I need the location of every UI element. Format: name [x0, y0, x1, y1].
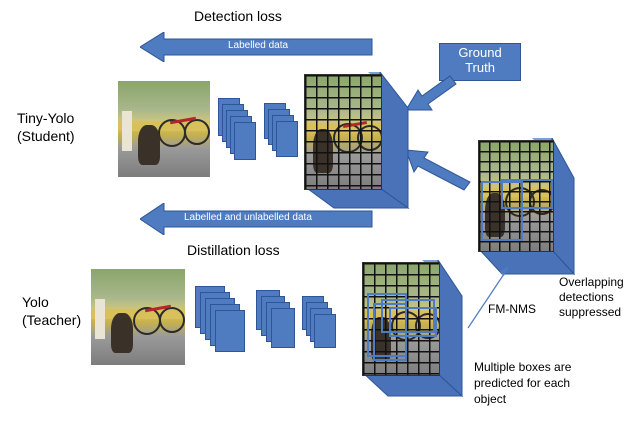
fm-nms-thin-arrow	[467, 266, 509, 329]
multiple-boxes-line3: object	[474, 392, 507, 406]
student-cube-side	[304, 72, 410, 209]
teacher-layer-5	[215, 310, 245, 352]
fm-nms-cube-side	[478, 138, 576, 276]
labelled-unlabelled-arrow	[140, 203, 373, 235]
fm-nms-output-grid	[478, 140, 554, 252]
labelled-unlabelled-label: Labelled and unlabelled data	[184, 212, 312, 223]
teacher-detection-box	[381, 299, 435, 333]
ground-truth-line2: Truth	[465, 60, 495, 75]
overlapping-line2: detections	[559, 290, 614, 304]
labelled-data-arrow	[140, 32, 373, 62]
ground-truth-line1: Ground	[458, 45, 502, 60]
teacher-input-image	[91, 269, 185, 365]
student-label-line1: Tiny-Yolo	[17, 110, 75, 126]
teacher-cube-side	[362, 260, 464, 398]
student-input-image	[118, 81, 210, 177]
distillation-loss-label: Distillation loss	[187, 242, 280, 258]
teacher-label-line1: Yolo	[22, 294, 49, 310]
student-label-line2: (Student)	[17, 128, 75, 144]
fm-nms-to-student-arrow	[405, 149, 471, 191]
teacher-layer-9	[271, 308, 295, 348]
detection-loss-label: Detection loss	[194, 8, 282, 24]
teacher-output-grid	[362, 262, 440, 376]
student-output-grid	[304, 74, 382, 190]
teacher-label-line2: (Teacher)	[22, 312, 82, 328]
ground-truth-arrow	[405, 75, 457, 111]
student-layer-5	[234, 122, 256, 160]
overlapping-line3: suppressed	[559, 305, 622, 319]
teacher-layer-13	[314, 314, 336, 348]
multiple-boxes-line2: predicted for each	[474, 376, 571, 390]
labelled-data-label: Labelled data	[228, 40, 289, 51]
fm-nms-detection-box	[501, 179, 553, 209]
multiple-boxes-line1: Multiple boxes are	[474, 360, 572, 374]
fm-nms-label: FM-NMS	[488, 302, 536, 316]
ground-truth-box: Ground Truth	[439, 43, 521, 81]
overlapping-line1: Overlapping	[559, 275, 624, 289]
student-layer-9	[276, 121, 298, 157]
teacher-detection-box	[389, 307, 437, 337]
